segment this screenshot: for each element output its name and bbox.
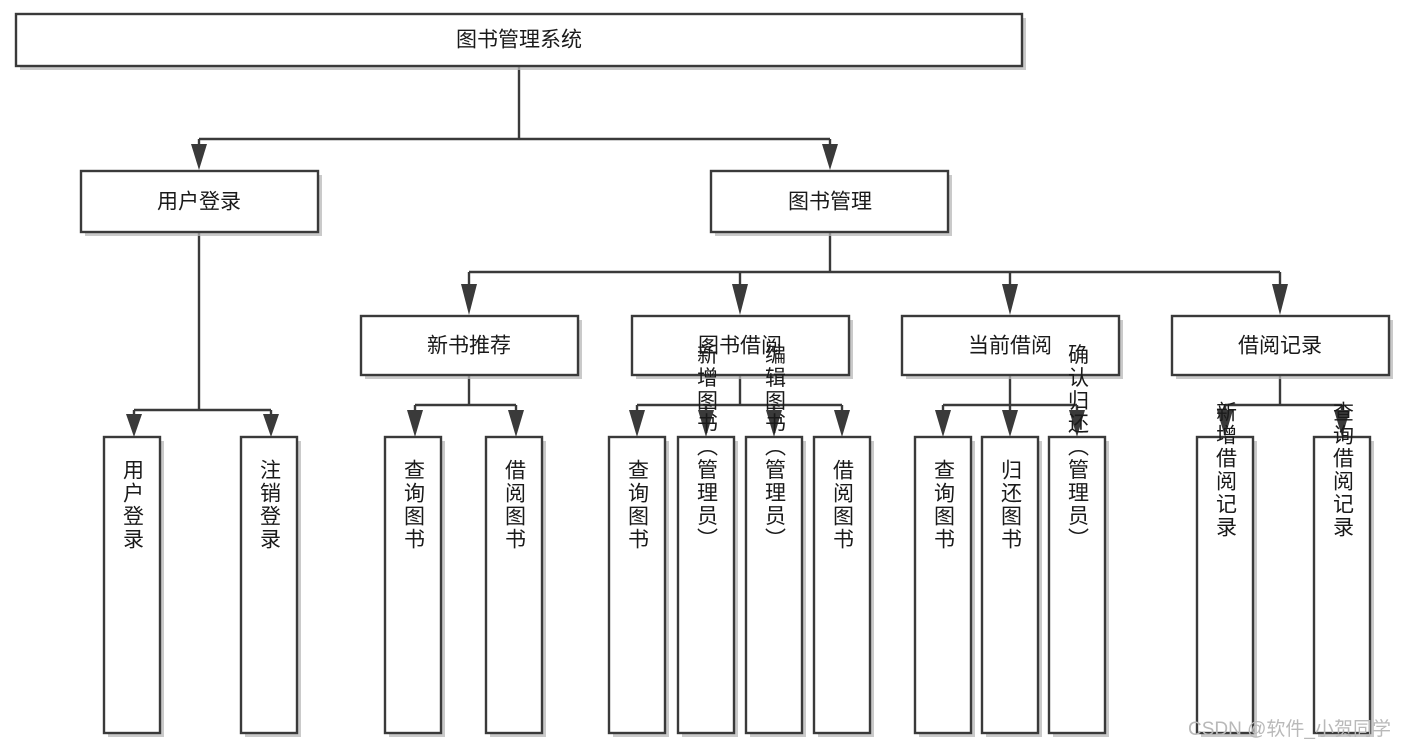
node-leaf-borrow-book-2-label: 借阅图书 [831, 459, 855, 551]
node-leaf-query-record[interactable]: 查询借阅记录 [1312, 401, 1374, 737]
arrow-to-current-borrow [1002, 284, 1018, 315]
node-current-borrow-box[interactable] [900, 314, 1121, 377]
node-leaf-user-login[interactable]: 用户登录 [102, 435, 164, 737]
node-user-login[interactable]: 用户登录 [79, 169, 322, 236]
arrow-to-leaf-query-book-3 [935, 410, 951, 437]
node-book-management-label: 图书管理 [788, 191, 872, 214]
node-leaf-query-book-2-box[interactable] [607, 435, 667, 735]
node-leaf-borrow-book-2[interactable]: 借阅图书 [812, 435, 874, 737]
node-borrow-record[interactable]: 借阅记录 [1170, 314, 1393, 379]
node-new-book-recommend-label: 新书推荐 [427, 335, 511, 358]
node-leaf-logout-login-label: 注销登录 [258, 459, 282, 551]
node-book-borrow-label: 图书借阅 [698, 335, 782, 358]
node-leaf-confirm-return[interactable]: 确认归还（管理员） [1047, 344, 1109, 738]
arrow-to-leaf-confirm-return [1069, 410, 1085, 437]
node-leaf-query-record-box[interactable] [1312, 435, 1372, 735]
node-leaf-return-book-label: 归还图书 [999, 459, 1023, 551]
arrow-to-leaf-logout-login [263, 414, 279, 437]
node-leaf-borrow-book-1[interactable]: 借阅图书 [484, 435, 546, 737]
node-book-management[interactable]: 图书管理 [709, 169, 952, 236]
connector-layer [126, 66, 1350, 437]
node-leaf-borrow-book-2-box[interactable] [812, 435, 872, 735]
arrow-to-new-book-recommend [461, 284, 477, 315]
node-root-box[interactable] [14, 12, 1024, 68]
node-leaf-query-book-1-label: 查询图书 [402, 459, 426, 551]
arrow-to-leaf-add-book [698, 410, 714, 437]
node-leaf-query-book-3-label: 查询图书 [932, 459, 956, 551]
node-leaf-logout-login-box[interactable] [239, 435, 299, 735]
node-leaf-add-book[interactable]: 新增图书（管理员） [676, 344, 738, 738]
arrow-to-leaf-query-record [1334, 410, 1350, 437]
node-leaf-confirm-return-label: 确认归还（管理员） [1066, 344, 1090, 551]
arrow-to-book-borrow [732, 284, 748, 315]
node-book-borrow-box[interactable] [630, 314, 851, 377]
node-leaf-edit-book-label: 编辑图书（管理员） [763, 344, 787, 551]
node-leaf-add-book-box[interactable] [676, 435, 736, 735]
node-leaf-add-record[interactable]: 新增借阅记录 [1195, 401, 1257, 737]
arrow-to-leaf-user-login [126, 414, 142, 437]
node-leaf-query-record-label: 查询借阅记录 [1331, 401, 1355, 539]
node-leaf-add-record-label: 新增借阅记录 [1214, 401, 1238, 539]
node-leaf-logout-login[interactable]: 注销登录 [239, 435, 301, 737]
arrow-to-leaf-edit-book [766, 410, 782, 437]
node-root-label: 图书管理系统 [456, 29, 582, 52]
node-new-book-recommend-box[interactable] [359, 314, 580, 377]
arrow-to-leaf-borrow-book-1 [508, 410, 524, 437]
node-leaf-borrow-book-1-label: 借阅图书 [503, 459, 527, 551]
node-leaf-query-book-2[interactable]: 查询图书 [607, 435, 669, 737]
node-current-borrow-label: 当前借阅 [968, 335, 1052, 358]
node-leaf-user-login-box[interactable] [102, 435, 162, 735]
node-leaf-add-record-box[interactable] [1195, 435, 1255, 735]
arrow-to-borrow-record [1272, 284, 1288, 315]
arrow-to-leaf-query-book-1 [407, 410, 423, 437]
node-leaf-confirm-return-box[interactable] [1047, 435, 1107, 735]
node-leaf-edit-book[interactable]: 编辑图书（管理员） [744, 344, 806, 738]
node-leaf-return-book[interactable]: 归还图书 [980, 435, 1042, 737]
node-leaf-return-book-box[interactable] [980, 435, 1040, 735]
arrow-to-leaf-return-book [1002, 410, 1018, 437]
arrow-to-book-management [822, 144, 838, 170]
node-leaf-query-book-3-box[interactable] [913, 435, 973, 735]
node-leaf-add-book-label: 新增图书（管理员） [695, 344, 719, 551]
node-borrow-record-label: 借阅记录 [1238, 335, 1322, 358]
node-current-borrow[interactable]: 当前借阅 [900, 314, 1123, 379]
node-leaf-query-book-1-box[interactable] [383, 435, 443, 735]
arrow-to-leaf-query-book-2 [629, 410, 645, 437]
node-book-borrow[interactable]: 图书借阅 [630, 314, 853, 379]
node-leaf-borrow-book-1-box[interactable] [484, 435, 544, 735]
arrow-to-leaf-borrow-book-2 [834, 410, 850, 437]
node-leaf-query-book-3[interactable]: 查询图书 [913, 435, 975, 737]
node-book-management-box[interactable] [709, 169, 950, 234]
arrow-to-user-login [191, 144, 207, 170]
node-user-login-label: 用户登录 [157, 191, 241, 214]
node-leaf-edit-book-box[interactable] [744, 435, 804, 735]
node-borrow-record-box[interactable] [1170, 314, 1391, 377]
node-root[interactable]: 图书管理系统 [14, 12, 1026, 70]
node-leaf-user-login-label: 用户登录 [121, 459, 145, 551]
arrow-to-leaf-add-record [1217, 410, 1233, 437]
node-new-book-recommend[interactable]: 新书推荐 [359, 314, 582, 379]
node-user-login-box[interactable] [79, 169, 320, 234]
node-leaf-query-book-2-label: 查询图书 [626, 459, 650, 551]
node-leaf-query-book-1[interactable]: 查询图书 [383, 435, 445, 737]
